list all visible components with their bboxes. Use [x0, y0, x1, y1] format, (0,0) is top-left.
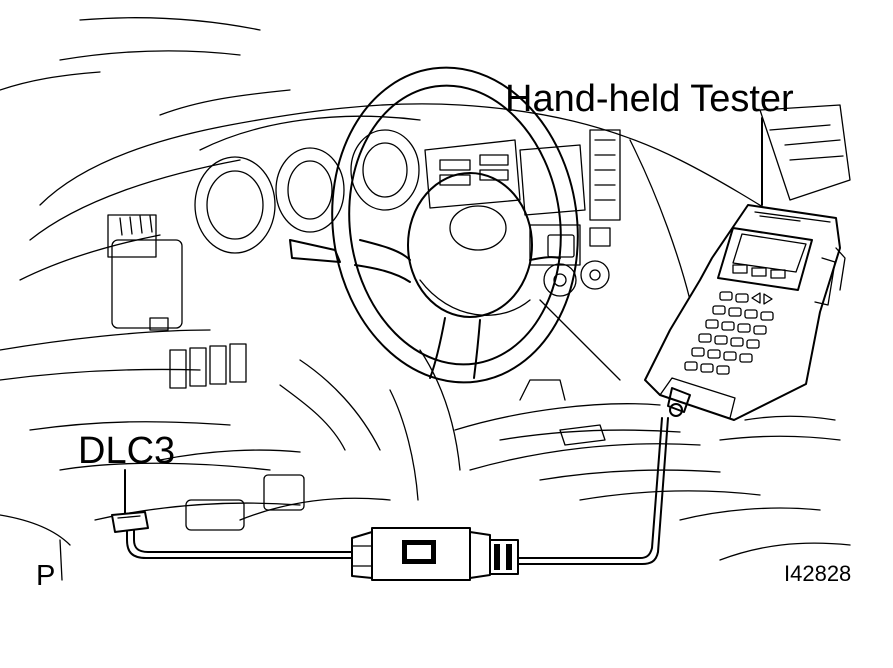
cable-adapter-icon: [351, 527, 519, 581]
hand-held-tester-label: Hand-held Tester: [505, 78, 794, 120]
cables: [126, 417, 669, 565]
hand-held-tester-icon: [644, 117, 846, 421]
tester-keypad: [684, 291, 774, 375]
dashboard: [0, 17, 851, 581]
figure-code-label: I42828: [784, 561, 852, 586]
steering-wheel-icon: [289, 66, 621, 384]
view-marker-label: P: [36, 560, 56, 592]
dlc3-connector-icon: [111, 469, 149, 533]
dlc3-label: DLC3: [78, 430, 176, 472]
